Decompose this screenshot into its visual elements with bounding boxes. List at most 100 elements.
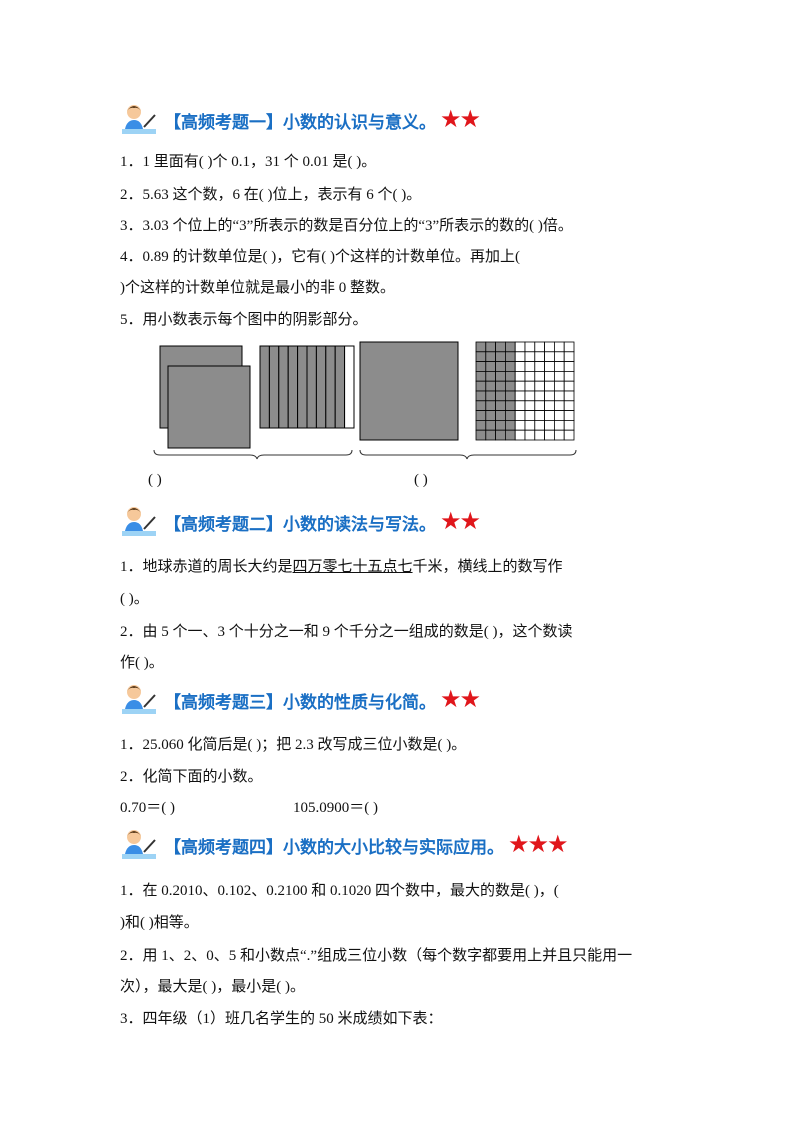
grid-cell: [553, 390, 565, 402]
grid-cell: [544, 371, 555, 382]
question-line: 3．四年级（1）班几名学生的 50 米成绩如下表：: [120, 1011, 443, 1027]
section-header-1: 【高频考题一】小数的认识与意义。 ★★: [120, 103, 481, 137]
grid-cell: [524, 371, 536, 382]
grid-cell: [553, 361, 565, 372]
grid-cell: [524, 380, 536, 392]
grid-cell: [553, 410, 565, 421]
hundred-grid: [475, 341, 575, 441]
grid-cell: [495, 371, 506, 382]
grid-cell: [553, 400, 565, 411]
grid-cell: [495, 390, 506, 402]
grid-cell: [524, 361, 536, 372]
grid-cell: [514, 341, 526, 353]
question-line: 5．用小数表示每个图中的阴影部分。: [120, 312, 368, 328]
question-line: 1．在 0.2010、0.102、0.2100 和 0.1020 四个数中，最大…: [120, 883, 559, 899]
question-line: 3．3.03 个位上的“3”所表示的数是百分位上的“3”所表示的数的( )倍。: [120, 218, 573, 234]
rating-stars: ★★: [440, 509, 481, 535]
grid-cell: [495, 400, 506, 411]
grid-cell: [504, 351, 516, 363]
strip: [268, 345, 280, 429]
question-line: 105.0900＝( ): [293, 800, 378, 816]
section-title: 【高频考题一】小数的认识与意义。: [164, 112, 436, 133]
grid-cell: [495, 420, 506, 431]
full-square-front: [167, 365, 251, 449]
grid-cell: [485, 341, 496, 353]
grid-cell: [514, 390, 526, 402]
grid-cell: [475, 429, 487, 441]
question-line: )和( )相等。: [120, 915, 199, 931]
student-writing-icon: [122, 105, 156, 134]
question-line: 次），最大是( )，最小是( )。: [120, 979, 305, 995]
grid-cell: [563, 420, 575, 431]
grid-cell: [514, 410, 526, 421]
question-line: )个这样的计数单位就是最小的非 0 整数。: [120, 280, 395, 296]
rating-stars: ★★: [440, 687, 481, 713]
grid-cell: [504, 361, 516, 372]
underlined-text: 四万零七十五点七: [292, 559, 413, 575]
question-line: 0.70＝( ): [120, 800, 175, 816]
grid-cell: [514, 429, 526, 441]
question-text: 1．地球赤道的周长大约是: [120, 559, 293, 575]
grid-cell: [524, 341, 536, 353]
student-writing-icon: [122, 830, 156, 859]
grid-cell: [495, 351, 506, 363]
grid-cell: [524, 429, 536, 441]
section-header-3: 【高频考题三】小数的性质与化简。 ★★: [120, 683, 481, 717]
grid-cell: [534, 380, 545, 392]
grid-cell: [485, 429, 496, 441]
grid-cell: [504, 429, 516, 441]
student-writing-icon: [122, 685, 156, 714]
question-line: 4．0.89 的计数单位是( )，它有( )个这样的计数单位。再加上(: [120, 249, 520, 265]
grid-cell: [563, 429, 575, 441]
grid-cell: [514, 380, 526, 392]
strip: [297, 345, 308, 429]
grid-cell: [495, 429, 506, 441]
grid-cell: [495, 410, 506, 421]
grid-cell: [544, 429, 555, 441]
grid-cell: [544, 420, 555, 431]
question-line: 2．由 5 个一、3 个十分之一和 9 个千分之一组成的数是( )，这个数读: [120, 624, 573, 640]
grid-cell: [563, 400, 575, 411]
grid-cell: [544, 361, 555, 372]
full-square-large: [359, 341, 459, 441]
strip: [259, 345, 270, 429]
shading-figures: [153, 341, 577, 460]
section-title: 【高频考题二】小数的读法与写法。: [164, 514, 436, 535]
grid-cell: [544, 410, 555, 421]
grid-cell: [475, 390, 487, 402]
grid-cell: [475, 371, 487, 382]
grid-cell: [475, 380, 487, 392]
strip: [325, 345, 336, 429]
grid-cell: [504, 400, 516, 411]
question-line: 1．地球赤道的周长大约是四万零七十五点七千米，横线上的数写作: [120, 555, 563, 576]
grid-cell: [553, 429, 565, 441]
grid-cell: [563, 351, 575, 363]
grid-cell: [563, 390, 575, 402]
rating-stars: ★★: [440, 107, 481, 133]
grid-cell: [504, 380, 516, 392]
brace-left: [153, 449, 353, 460]
grid-cell: [504, 371, 516, 382]
grid-cell: [553, 351, 565, 363]
grid-cell: [563, 410, 575, 421]
question-line: 1．25.060 化简后是( )；把 2.3 改写成三位小数是( )。: [120, 737, 467, 753]
grid-cell: [485, 410, 496, 421]
grid-cell: [534, 390, 545, 402]
strip-figure: [259, 345, 355, 429]
grid-cell: [514, 371, 526, 382]
grid-cell: [504, 410, 516, 421]
grid-cell: [495, 361, 506, 372]
grid-cell: [524, 410, 536, 421]
grid-cell: [485, 400, 496, 411]
grid-cell: [485, 351, 496, 363]
grid-cell: [563, 371, 575, 382]
section-header-4: 【高频考题四】小数的大小比较与实际应用。 ★★★: [120, 828, 569, 862]
grid-cell: [475, 400, 487, 411]
grid-cell: [475, 410, 487, 421]
student-writing-icon: [122, 507, 156, 536]
grid-cell: [563, 341, 575, 353]
grid-cell: [514, 361, 526, 372]
grid-cell: [544, 380, 555, 392]
grid-cell: [475, 341, 487, 353]
question-line: 2．化简下面的小数。: [120, 769, 263, 785]
